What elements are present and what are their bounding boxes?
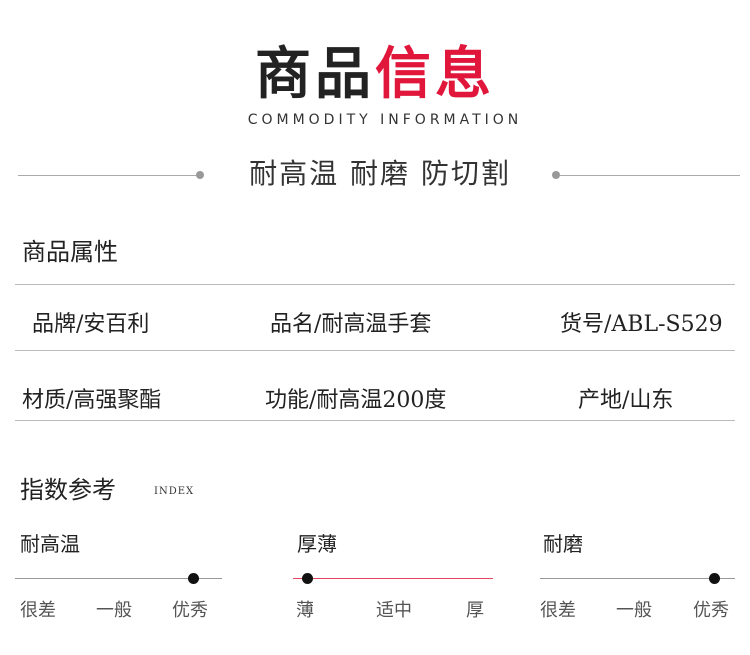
gauge-knob: [302, 573, 313, 584]
attr-name: 品名/耐高温手套: [270, 312, 432, 337]
gauge-scale-label: 很差: [540, 600, 576, 621]
attr-origin: 产地/山东: [578, 388, 674, 413]
attr-material: 材质/高强聚酯: [22, 388, 162, 413]
row-separator: [15, 284, 735, 285]
gauge-label: 厚薄: [297, 532, 337, 556]
row-separator: [15, 350, 735, 351]
gauge-knob: [188, 573, 200, 584]
gauge-scale-label: 一般: [616, 600, 652, 621]
gauge-track: [540, 578, 735, 579]
subtitle: COMMODITY INFORMATION: [247, 112, 523, 128]
divider-left: [18, 175, 198, 176]
attr-function: 功能/耐高温200度: [265, 388, 447, 413]
row-separator: [15, 420, 735, 421]
gauge-knob: [708, 573, 720, 584]
title-dark: 商品: [255, 42, 375, 107]
gauge-scale-label: 一般: [96, 600, 132, 621]
dot-right: [552, 171, 560, 179]
gauge-scale-label: 很差: [20, 600, 56, 621]
tagline: 耐高温 耐磨 防切割: [249, 157, 511, 190]
page-title: 商品信息: [0, 40, 750, 110]
dot-left: [196, 171, 204, 179]
index-heading: 指数参考: [20, 476, 116, 504]
gauge-label: 耐高温: [20, 532, 80, 556]
gauge-scale-label: 薄: [296, 600, 314, 621]
divider-right: [560, 175, 740, 176]
gauge-label: 耐磨: [543, 532, 583, 556]
attr-brand: 品牌/安百利: [32, 312, 150, 337]
index-heading-en: INDEX: [154, 486, 195, 497]
attributes-heading: 商品属性: [22, 238, 118, 266]
title-red: 信息: [375, 42, 495, 107]
gauge-scale-label: 厚: [466, 600, 484, 621]
gauge-scale-label: 优秀: [172, 600, 208, 621]
gauge-track: [293, 578, 493, 579]
attr-sku: 货号/ABL-S529: [560, 312, 723, 337]
gauge-scale-label: 优秀: [693, 600, 729, 621]
gauge-track: [15, 578, 222, 579]
gauge-scale-label: 适中: [376, 600, 412, 621]
